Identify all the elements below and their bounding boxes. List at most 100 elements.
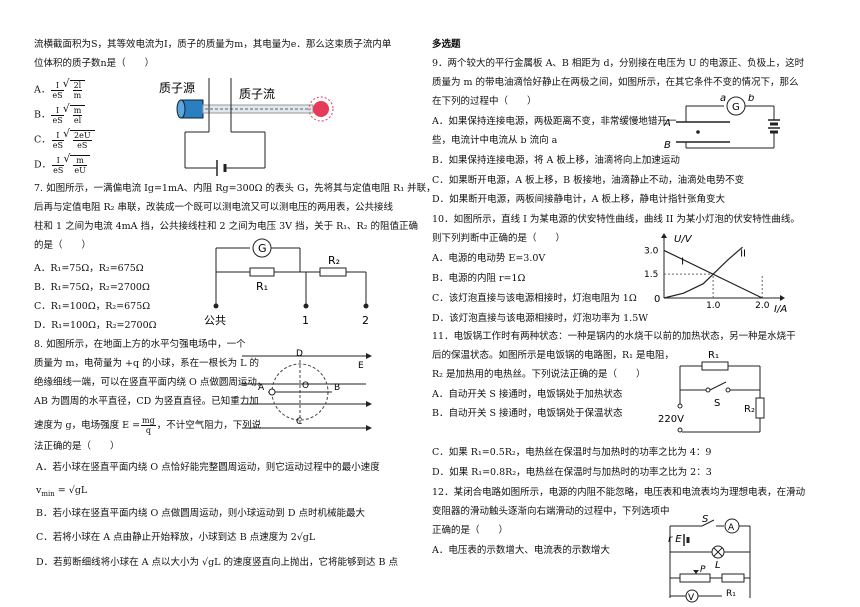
svg-text:V: V	[688, 593, 695, 603]
target-glow	[313, 101, 329, 117]
svg-text:S: S	[714, 398, 720, 409]
resistor-r2	[755, 397, 765, 419]
ball-a	[268, 388, 276, 396]
proton-beam-label: 质子流	[239, 87, 275, 101]
option-label: A．	[34, 84, 51, 96]
q8-line-6: 法正确的是（ ）	[34, 441, 120, 452]
q7-option-b[interactable]: B．R₁=75Ω，R₂=2700Ω	[34, 282, 150, 293]
q9-capacitor-figure: G a b A B	[663, 94, 780, 151]
y-tick-label: 3.0	[644, 246, 659, 256]
q7-line-1: 7. 如图所示，一满偏电流 Ig=1mA、内阻 Rg=300Ω 的表头 G，先将…	[34, 183, 436, 194]
svg-text:R₁: R₁	[726, 589, 736, 599]
q6-option-a[interactable]: A．IeS2lm	[34, 77, 86, 100]
q9-option-a-cont: 些，电流计中电流从 b 流向 a	[432, 135, 558, 146]
svg-text:公共: 公共	[204, 314, 226, 327]
q10-option-d[interactable]: D．该灯泡直接与该电源相接时，灯泡功率为 1.5W	[432, 313, 649, 324]
origin-label: 0	[654, 294, 660, 305]
q9-line-3: 在下列的过程中（ ）	[432, 96, 537, 107]
svg-text:S: S	[702, 514, 709, 525]
q8-option-a-formula: vmin = √gL	[36, 485, 88, 498]
q9-option-d[interactable]: D．如果断开电源，两板间接静电计，A 板上移，静电计指针张角变大	[432, 194, 725, 205]
option-label: C．	[34, 134, 51, 146]
q10-line-1: 10．如图所示，直线 I 为某电源的伏安特性曲线，曲线 II 为某小灯泡的伏安特…	[432, 214, 800, 225]
q8-line-3: 绝缘细线一端，可以在竖直平面内绕 O 点做圆周运动，	[34, 377, 267, 388]
q9-line-1: 9．两个较大的平行金属板 A、B 相距为 d，分别接在电压为 U 的电源正、负极…	[432, 58, 805, 69]
svg-text:220V: 220V	[658, 414, 684, 425]
svg-text:L: L	[715, 560, 721, 571]
q10-option-a[interactable]: A．电源的电动势 E=3.0V	[432, 253, 546, 264]
section-title: 多选题	[432, 39, 461, 50]
q12-line-1: 12．某闭合电路如图所示，电源的内阻不能忽略，电压表和电流表均为理想电表，在滑动	[432, 487, 806, 498]
q11-option-b[interactable]: B．自动开关 S 接通时，电饭锅处于保温状态	[432, 408, 623, 419]
svg-text:O: O	[302, 381, 309, 391]
q11-option-d[interactable]: D．如果 R₁=0.8R₂，电热丝在保温时与加热时的功率之比为 2：3	[432, 467, 712, 478]
svg-text:G: G	[258, 242, 267, 255]
svg-text:C: C	[296, 417, 302, 427]
q11-option-a[interactable]: A．自动开关 S 接通时，电饭锅处于加热状态	[432, 389, 623, 400]
q7-option-d[interactable]: D．R₁=100Ω，R₂=2700Ω	[34, 320, 157, 331]
q7-line-2: 后再与定值电阻 R₂ 串联，改装成一个既可以测电流又可以测电压的两用表，公共接线	[34, 202, 394, 213]
q8-option-a[interactable]: A．若小球在竖直平面内绕 O 点恰好能完整圆周运动，则它运动过程中的最小速度	[36, 462, 380, 473]
svg-text:A: A	[728, 523, 735, 533]
svg-text:R₁: R₁	[708, 350, 719, 361]
q7-line-3: 柱和 1 之间为电流 4mA 挡，公共接线柱和 2 之间为电压 3V 挡，关于 …	[34, 221, 419, 232]
q11-option-c[interactable]: C．如果 R₁=0.5R₂，电热丝在保温时与加热时的功率之比为 4：9	[432, 447, 712, 458]
q9-line-2: 质量为 m 的带电油滴恰好静止在两极之间，如图所示，在其它条件不变的情况下，那么	[432, 77, 799, 88]
svg-text:P: P	[700, 565, 706, 575]
q8-option-c[interactable]: C．若将小球在 A 点由静止开始释放，小球到达 B 点速度为 2√gL	[36, 532, 316, 543]
sqrt: 2lm	[63, 77, 86, 100]
q9-option-a[interactable]: A．如果保持连接电源，两极距离不变，非常缓慢地错开一	[432, 116, 677, 127]
q12-line-3: 正确的是（ ）	[432, 525, 509, 536]
q6-option-b[interactable]: B．IeSmel	[34, 102, 86, 125]
x-tick-label: 2.0	[755, 301, 770, 311]
svg-text:B: B	[334, 383, 340, 393]
q8-field-figure: D E A O B C	[242, 349, 372, 431]
q7-option-c[interactable]: C．R₁=100Ω，R₂=675Ω	[34, 301, 151, 312]
resistor-r1	[721, 573, 745, 583]
x-axis-label: I/A	[774, 304, 787, 315]
q12-option-a[interactable]: A．电压表的示数增大、电流表的示数增大	[432, 545, 610, 556]
svg-text:R₁: R₁	[256, 280, 268, 293]
q8-option-d[interactable]: D．若剪断细线将小球在 A 点以大小为 √gL 的速度竖直向上抛出，它将能够到达…	[36, 557, 399, 568]
q9-option-b[interactable]: B．如果保持连接电源，将 A 板上移，油滴将向上加速运动	[432, 155, 680, 166]
oil-drop	[696, 130, 700, 134]
q12-line-2: 变阻器的滑动触头逐渐向右端滑动的过程中，下列选项中	[432, 506, 670, 517]
svg-text:b: b	[748, 94, 754, 104]
q8-option-b[interactable]: B．若小球在竖直平面内绕 O 点做圆周运动，则小球运动到 D 点时机械能最大	[36, 508, 365, 519]
svg-text:E: E	[358, 361, 364, 371]
svg-text:A: A	[258, 383, 265, 393]
q9-option-c[interactable]: C．如果断开电源，A 板上移，B 板接地，油滴静止不动，油滴处电势不变	[432, 175, 745, 186]
q6-proton-figure: 质子源 质子流	[159, 78, 334, 176]
series-label-I: I	[681, 257, 684, 268]
q6-option-c[interactable]: C．IeS2eUeS	[34, 127, 95, 150]
q10-option-c[interactable]: C．该灯泡直接与该电源相接时，灯泡电阻为 1Ω	[432, 293, 637, 304]
proton-source-label: 质子源	[159, 81, 195, 95]
slider-p	[693, 570, 699, 574]
q7-option-a[interactable]: A．R₁=75Ω，R₂=675Ω	[34, 263, 144, 274]
resistor-r1	[701, 361, 729, 371]
y-axis-label: U/V	[674, 234, 693, 245]
q6-intro-2: 位体积的质子数n是（ ）	[34, 58, 155, 69]
q11-line-3: R₂ 是加热用的电热丝。下列说法正确的是（ ）	[432, 369, 646, 380]
svg-text:B: B	[664, 140, 671, 151]
sqrt: mel	[63, 102, 86, 125]
q10-option-b[interactable]: B．电源的内阻 r=1Ω	[432, 273, 526, 284]
q11-line-1: 11．电饭锅工作时有两种状态：一种是锅内的水烧干以前的加热状态，另一种是水烧干	[432, 331, 796, 342]
svg-text:A: A	[663, 118, 671, 129]
svg-text:1: 1	[302, 314, 309, 327]
svg-text:2: 2	[362, 314, 369, 327]
q6-option-d[interactable]: D．IeSmeU	[34, 152, 90, 175]
option-label: D．	[34, 159, 52, 171]
q8-line-4: AB 为圆周的水平直径，CD 为竖直直径。已知重力加	[34, 396, 259, 407]
option-label: B．	[34, 109, 51, 121]
q11-line-2: 后的保温状态。如图所示是电饭锅的电路图，R₁ 是电阻，	[432, 350, 674, 361]
rheostat	[679, 573, 711, 583]
